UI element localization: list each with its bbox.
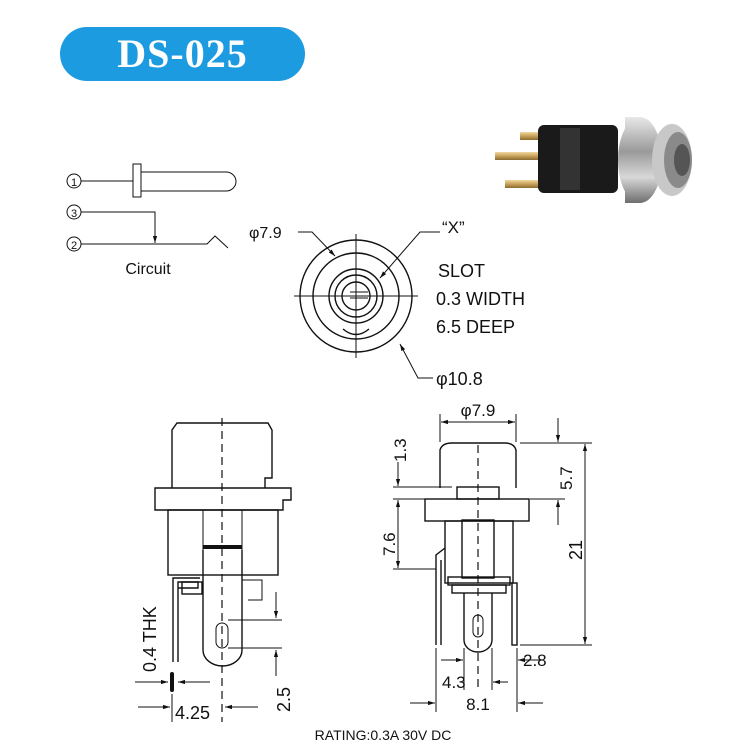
rear-view: φ7.9 1.3 7.6 5.7 21 2.8 4.3 8.1 [380,401,592,714]
product-photo [495,117,692,203]
front-inner-diameter: φ7.9 [249,225,282,242]
dim-1-3: 1.3 [391,438,410,462]
thickness-label: 0.4 THK [140,606,160,672]
dim-2-8: 2.8 [523,651,547,670]
dim-8-1: 8.1 [466,695,490,714]
rating-label: RATING:0.3A 30V DC [315,727,452,743]
slot-label: SLOT [438,261,485,281]
dim-2-5: 2.5 [274,687,294,712]
circuit-diagram: 1 3 2 Circuit [66,163,237,278]
dim-5-7: 5.7 [557,466,576,490]
rear-diameter: φ7.9 [461,401,496,420]
front-outer-diameter: φ10.8 [436,369,483,389]
dim-7-6: 7.6 [380,532,399,556]
pin-2-label: 2 [71,240,77,252]
slot-depth: 6.5 DEEP [436,317,515,337]
slot-width: 0.3 WIDTH [436,289,525,309]
side-view: 4.25 0.4 THK 2.5 [135,418,294,723]
dim-21: 21 [566,540,586,560]
dim-4-3: 4.3 [442,673,466,692]
pin-1-label: 1 [71,177,77,189]
circuit-label: Circuit [125,261,171,278]
pin-3-label: 3 [71,208,77,220]
dim-4-25: 4.25 [175,703,210,723]
product-title: DS-025 [60,27,305,81]
front-view: φ7.9 “X” SLOT 0.3 WIDTH 6.5 DEEP φ10.8 [249,218,525,389]
front-x-label: “X” [442,218,465,237]
